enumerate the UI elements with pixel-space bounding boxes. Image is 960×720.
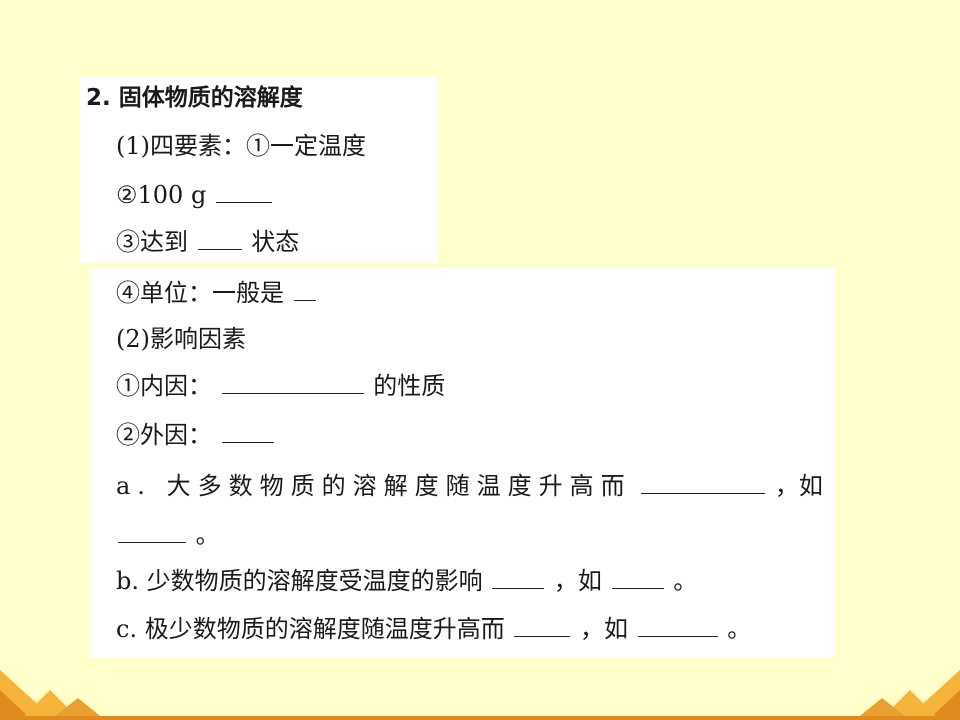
blank-external: [221, 420, 274, 443]
line-state: ③达到 状态: [116, 227, 299, 257]
line-a-cont: 。: [116, 520, 220, 550]
line-unit: ④单位：一般是: [116, 278, 318, 308]
line-four-elements: (1)四要素：①一定温度: [116, 131, 366, 161]
blank-b-1: [492, 566, 545, 589]
item-a-post-text: ，如: [774, 472, 823, 500]
line-c: c. 极少数物质的溶解度随温度升高而 ，如 。: [116, 614, 751, 644]
item-c-mid-text: ，如: [579, 615, 628, 643]
text-panel-top: 2. 固体物质的溶解度 (1)四要素：①一定温度 ②100 g ③达到 状态: [80, 77, 438, 263]
external-pre-text: ②外因：: [116, 421, 212, 449]
item-a-pre-text: a. 大多数物质的溶解度随温度升高而: [116, 472, 632, 500]
item-b-end-text: 。: [673, 567, 698, 595]
blank-a-2: [118, 520, 186, 543]
internal-post-text: 的性质: [373, 372, 446, 400]
internal-pre-text: ①内因：: [116, 372, 212, 400]
line-internal: ①内因： 的性质: [116, 371, 445, 401]
item-b-mid-text: ，如: [553, 567, 602, 595]
line-external: ②外因：: [116, 420, 276, 450]
section-title: 2. 固体物质的溶解度: [86, 85, 303, 111]
blank-c-2: [637, 614, 718, 637]
line-b: b. 少数物质的溶解度受温度的影响 ，如 。: [116, 566, 697, 596]
blank-state: [197, 227, 242, 250]
solvent-text: ②100 g: [116, 181, 207, 209]
line-a: a. 大多数物质的溶解度随温度升高而 ，如: [116, 471, 823, 501]
state-post-text: 状态: [251, 228, 300, 256]
corner-decoration-right: [855, 670, 960, 720]
line-factors: (2)影响因素: [116, 324, 246, 354]
blank-unit: [293, 278, 316, 301]
blank-internal: [221, 371, 364, 394]
blank-c-1: [514, 614, 571, 637]
corner-decoration-left: [0, 670, 105, 720]
item-b-pre-text: b. 少数物质的溶解度受温度的影响: [116, 567, 483, 595]
state-pre-text: ③达到: [116, 228, 188, 256]
item-c-pre-text: c. 极少数物质的溶解度随温度升高而: [116, 615, 505, 643]
four-elements-text: (1)四要素：①一定温度: [116, 132, 366, 160]
blank-a-1: [641, 471, 766, 494]
item-a-end-text: 。: [195, 521, 220, 549]
item-c-end-text: 。: [727, 615, 752, 643]
text-panel-bottom: ④单位：一般是 (2)影响因素 ①内因： 的性质 ②外因： a. 大多数物质的溶…: [90, 268, 835, 658]
line-solvent: ②100 g: [116, 180, 274, 210]
factors-text: (2)影响因素: [116, 325, 246, 353]
bottom-accent-bar: [0, 716, 960, 720]
blank-solvent: [215, 180, 272, 203]
blank-b-2: [611, 566, 664, 589]
unit-text: ④单位：一般是: [116, 279, 284, 307]
